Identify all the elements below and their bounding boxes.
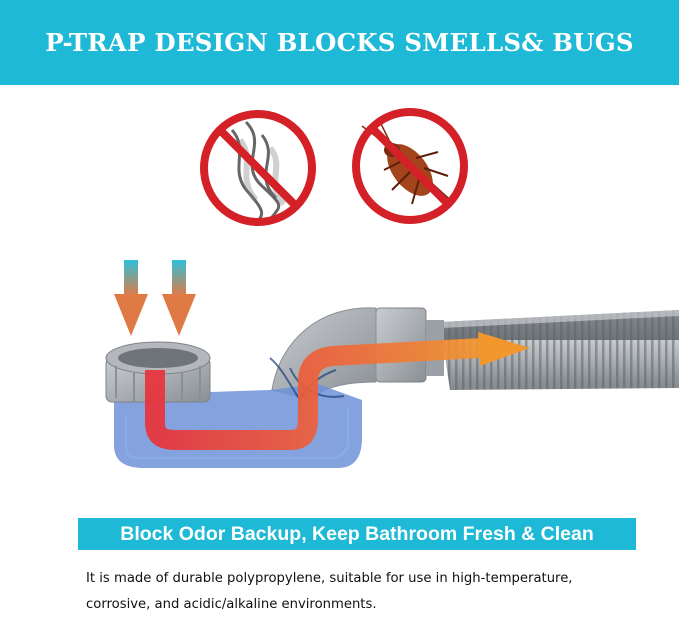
p-trap-illustration [105,108,679,468]
top-banner: P-TRAP DESIGN BLOCKS SMELLS& BUGS [0,0,679,85]
down-arrow-icon [114,260,148,336]
down-arrow-icon [162,260,196,336]
subtitle-text: Block Odor Backup, Keep Bathroom Fresh &… [120,522,594,545]
subtitle-banner: Block Odor Backup, Keep Bathroom Fresh &… [78,518,636,550]
no-smell-icon [200,110,316,226]
flow-path [145,338,481,450]
no-bugs-icon [352,108,468,224]
flow-arrow-icon [478,332,530,366]
description-line: corrosive, and acidic/alkaline environme… [86,597,377,612]
description-line: It is made of durable polypropylene, sui… [86,571,573,586]
page-title: P-TRAP DESIGN BLOCKS SMELLS& BUGS [45,28,634,57]
description: It is made of durable polypropylene, sui… [86,566,646,618]
drain-hose [440,310,679,390]
